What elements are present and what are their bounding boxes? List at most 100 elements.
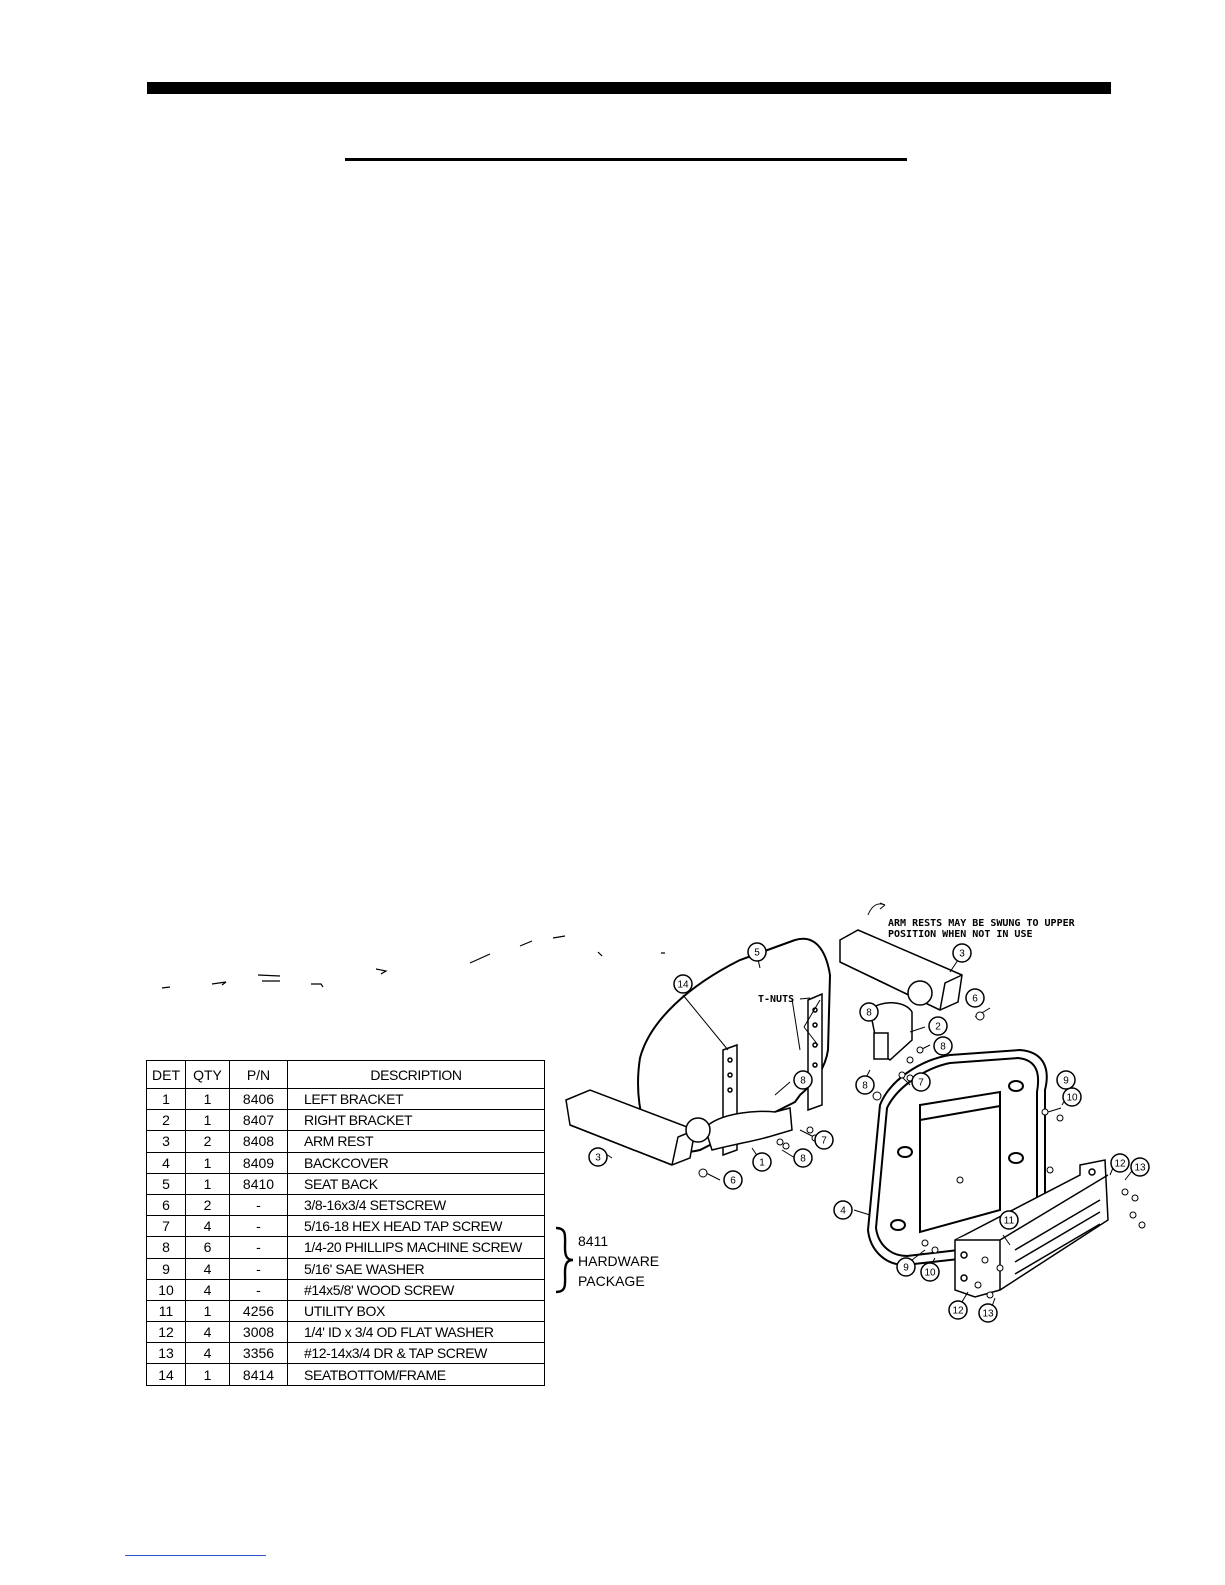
callout-circle <box>747 942 767 962</box>
back-cover-part <box>866 1048 1048 1267</box>
cell-pn: 3008 <box>229 1321 288 1344</box>
callout-2: 2 <box>928 1016 948 1036</box>
callout-8: 8 <box>855 1075 875 1095</box>
callout-circle <box>978 1303 998 1323</box>
callout-circle <box>833 1200 853 1220</box>
cell-det: 4 <box>146 1151 186 1174</box>
cell-qty: 2 <box>185 1130 230 1153</box>
callout-circle <box>1062 1087 1082 1107</box>
header-pn: P/N <box>229 1060 288 1089</box>
cell-pn: 8409 <box>229 1151 288 1174</box>
scan-noise-marks <box>161 935 665 989</box>
callout-circle <box>965 988 985 1008</box>
callout-number: 8 <box>862 1081 868 1092</box>
cell-qty: 4 <box>185 1215 230 1238</box>
callout-number: 6 <box>972 994 978 1005</box>
cell-description: 1/4' ID x 3/4 OD FLAT WASHER <box>287 1321 545 1344</box>
callout-4: 4 <box>833 1200 853 1220</box>
cell-description: SEAT BACK <box>287 1172 545 1195</box>
bottom-underline <box>125 1555 266 1556</box>
callout-circle <box>1130 1157 1150 1177</box>
callout-13: 13 <box>1130 1157 1150 1177</box>
callout-number: 1 <box>759 1158 765 1169</box>
cell-det: 1 <box>146 1087 186 1111</box>
callout-3: 3 <box>952 943 972 963</box>
cell-pn: - <box>229 1193 288 1217</box>
callout-number: 14 <box>677 980 689 991</box>
cell-det: 3 <box>146 1130 186 1153</box>
cell-det: 9 <box>146 1257 186 1280</box>
callout-circle <box>1056 1070 1076 1090</box>
callout-number: 7 <box>821 1136 827 1147</box>
callout-number: 8 <box>940 1042 946 1053</box>
callout-circle <box>588 1147 608 1167</box>
callout-circle <box>948 1300 968 1320</box>
tnuts-label: T-NUTS <box>758 994 794 1005</box>
cell-qty: 6 <box>185 1236 230 1259</box>
callout-5: 5 <box>747 942 767 962</box>
left-armrest-part <box>565 1089 711 1166</box>
callout-number: 4 <box>840 1206 846 1217</box>
callout-1: 1 <box>752 1152 772 1172</box>
callout-circle <box>933 1036 953 1056</box>
callout-circle <box>859 1002 879 1022</box>
callout-circle <box>896 1257 916 1277</box>
cell-det: 13 <box>146 1342 186 1365</box>
header-det: DET <box>146 1060 186 1089</box>
header-qty: QTY <box>185 1060 230 1089</box>
cell-description: 5/16-18 HEX HEAD TAP SCREW <box>287 1215 545 1238</box>
cell-det: 7 <box>146 1215 186 1238</box>
table-header-row: DET QTY P/N DESCRIPTION <box>146 1060 545 1089</box>
armrest-note-line1: ARM RESTS MAY BE SWUNG TO UPPER <box>888 918 1076 929</box>
cell-qty: 4 <box>185 1278 230 1301</box>
callout-8: 8 <box>859 1002 879 1022</box>
callout-number: 13 <box>1134 1163 1146 1174</box>
cell-pn: 3356 <box>229 1342 288 1365</box>
callout-8: 8 <box>933 1036 953 1056</box>
callout-circle <box>723 1170 743 1190</box>
callout-number: 8 <box>800 1154 806 1165</box>
cell-qty: 4 <box>185 1342 230 1365</box>
hardware-screws <box>698 1011 1146 1299</box>
callout-number: 12 <box>952 1306 964 1317</box>
callout-9: 9 <box>896 1257 916 1277</box>
cell-description: 1/4-20 PHILLIPS MACHINE SCREW <box>287 1236 545 1259</box>
callout-9: 9 <box>1056 1070 1076 1090</box>
cell-qty: 4 <box>185 1257 230 1280</box>
cell-description: #14x5/8' WOOD SCREW <box>287 1278 545 1301</box>
cell-det: 8 <box>146 1236 186 1259</box>
callout-number: 10 <box>924 1268 936 1279</box>
callout-8: 8 <box>793 1070 813 1090</box>
cell-pn: - <box>229 1257 288 1280</box>
top-heavy-rule <box>147 82 1111 94</box>
callout-number: 13 <box>982 1309 994 1320</box>
cell-pn: - <box>229 1278 288 1301</box>
callout-circle <box>911 1072 931 1092</box>
callout-number: 2 <box>935 1022 941 1033</box>
callout-circle <box>814 1130 834 1150</box>
callout-7: 7 <box>911 1072 931 1092</box>
callout-8: 8 <box>793 1148 813 1168</box>
header-description: DESCRIPTION <box>287 1060 545 1089</box>
cell-description: BACKCOVER <box>287 1151 545 1174</box>
callout-6: 6 <box>965 988 985 1008</box>
hardware-package-word2: PACKAGE <box>578 1273 645 1289</box>
callout-12: 12 <box>948 1300 968 1320</box>
callout-number: 3 <box>959 949 965 960</box>
hardware-package-number: 8411 <box>578 1233 609 1249</box>
callout-12: 12 <box>1110 1153 1130 1173</box>
cell-qty: 2 <box>185 1193 230 1217</box>
cell-pn: 8410 <box>229 1172 288 1195</box>
callout-circle <box>952 943 972 963</box>
cell-description: LEFT BRACKET <box>287 1087 545 1111</box>
title-rule <box>345 158 907 161</box>
